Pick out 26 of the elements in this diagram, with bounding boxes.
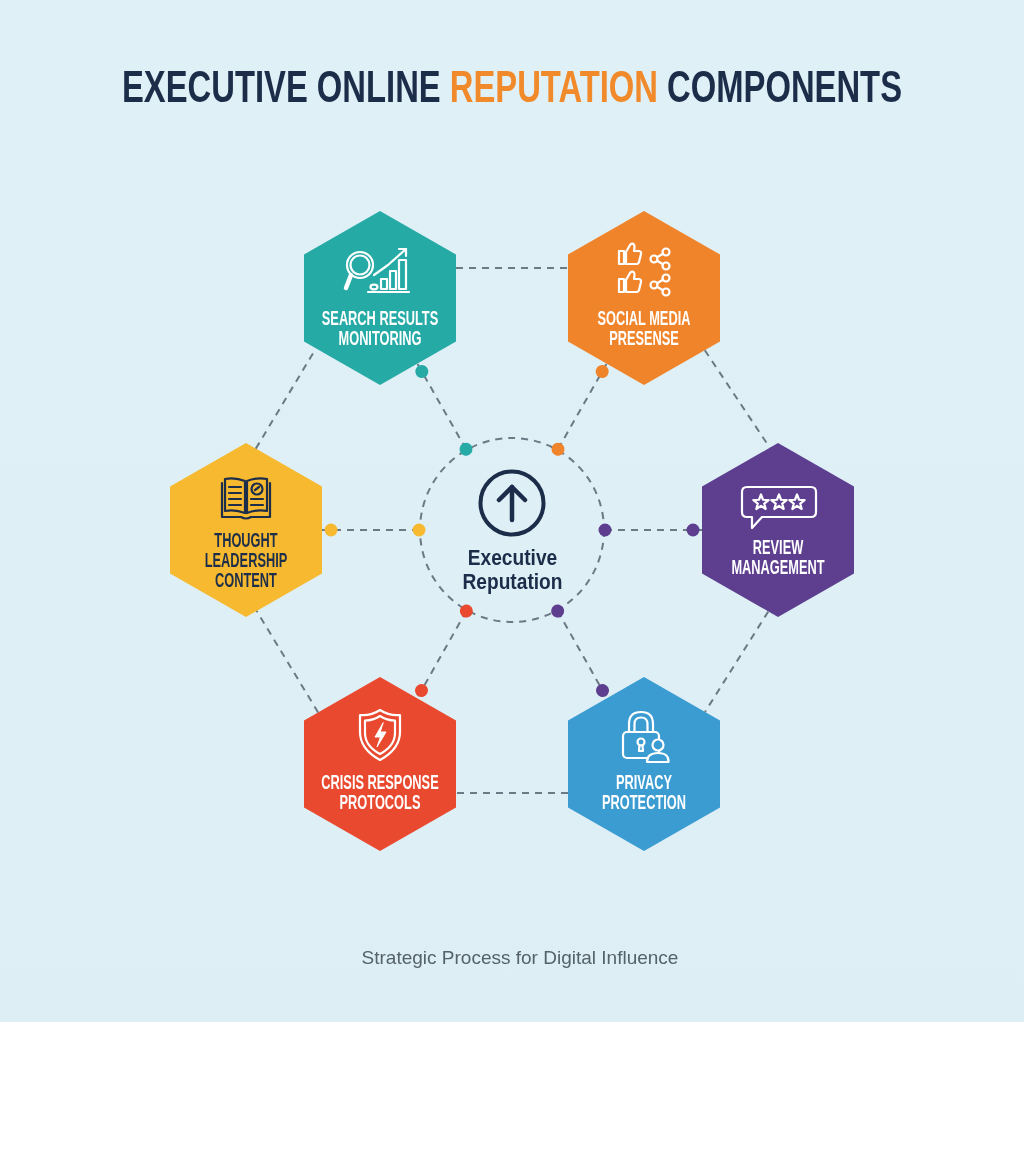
dashed-connector [415, 362, 473, 456]
dashed-connector [255, 609, 320, 714]
dashed-circle-node [419, 437, 605, 623]
dashed-connector [551, 362, 609, 456]
node-label: SOCIAL MEDIA PRESENSE [596, 308, 692, 348]
node-label: REVIEW MANAGEMENT [730, 537, 826, 577]
node-label: THOUGHT LEADERSHIP CONTENT [203, 530, 289, 590]
dashed-connector [415, 604, 473, 700]
node-label: SEARCH RESULTS MONITORING [320, 308, 440, 348]
center-label: Executive Reputation [461, 546, 563, 594]
dashed-connector [321, 523, 426, 537]
hexagon-node [568, 677, 720, 851]
node-label: PRIVACY PROTECTION [601, 772, 687, 812]
caption: Strategic Process for Digital Influence [361, 946, 679, 970]
hexagon-node [568, 211, 720, 385]
node-label: CRISIS RESPONSE PROTOCOLS [320, 772, 440, 812]
hexagon-node [304, 211, 456, 385]
hexagon-node [702, 443, 854, 617]
dashed-connector [598, 523, 703, 537]
hexagon-node [304, 677, 456, 851]
dashed-connector [704, 610, 770, 713]
dashed-connector [551, 604, 609, 700]
title: EXECUTIVE ONLINE REPUTATION COMPONENTS [122, 62, 902, 112]
hexagon-node [170, 443, 322, 617]
dashed-connector [455, 267, 569, 269]
dashed-connector [455, 792, 569, 794]
